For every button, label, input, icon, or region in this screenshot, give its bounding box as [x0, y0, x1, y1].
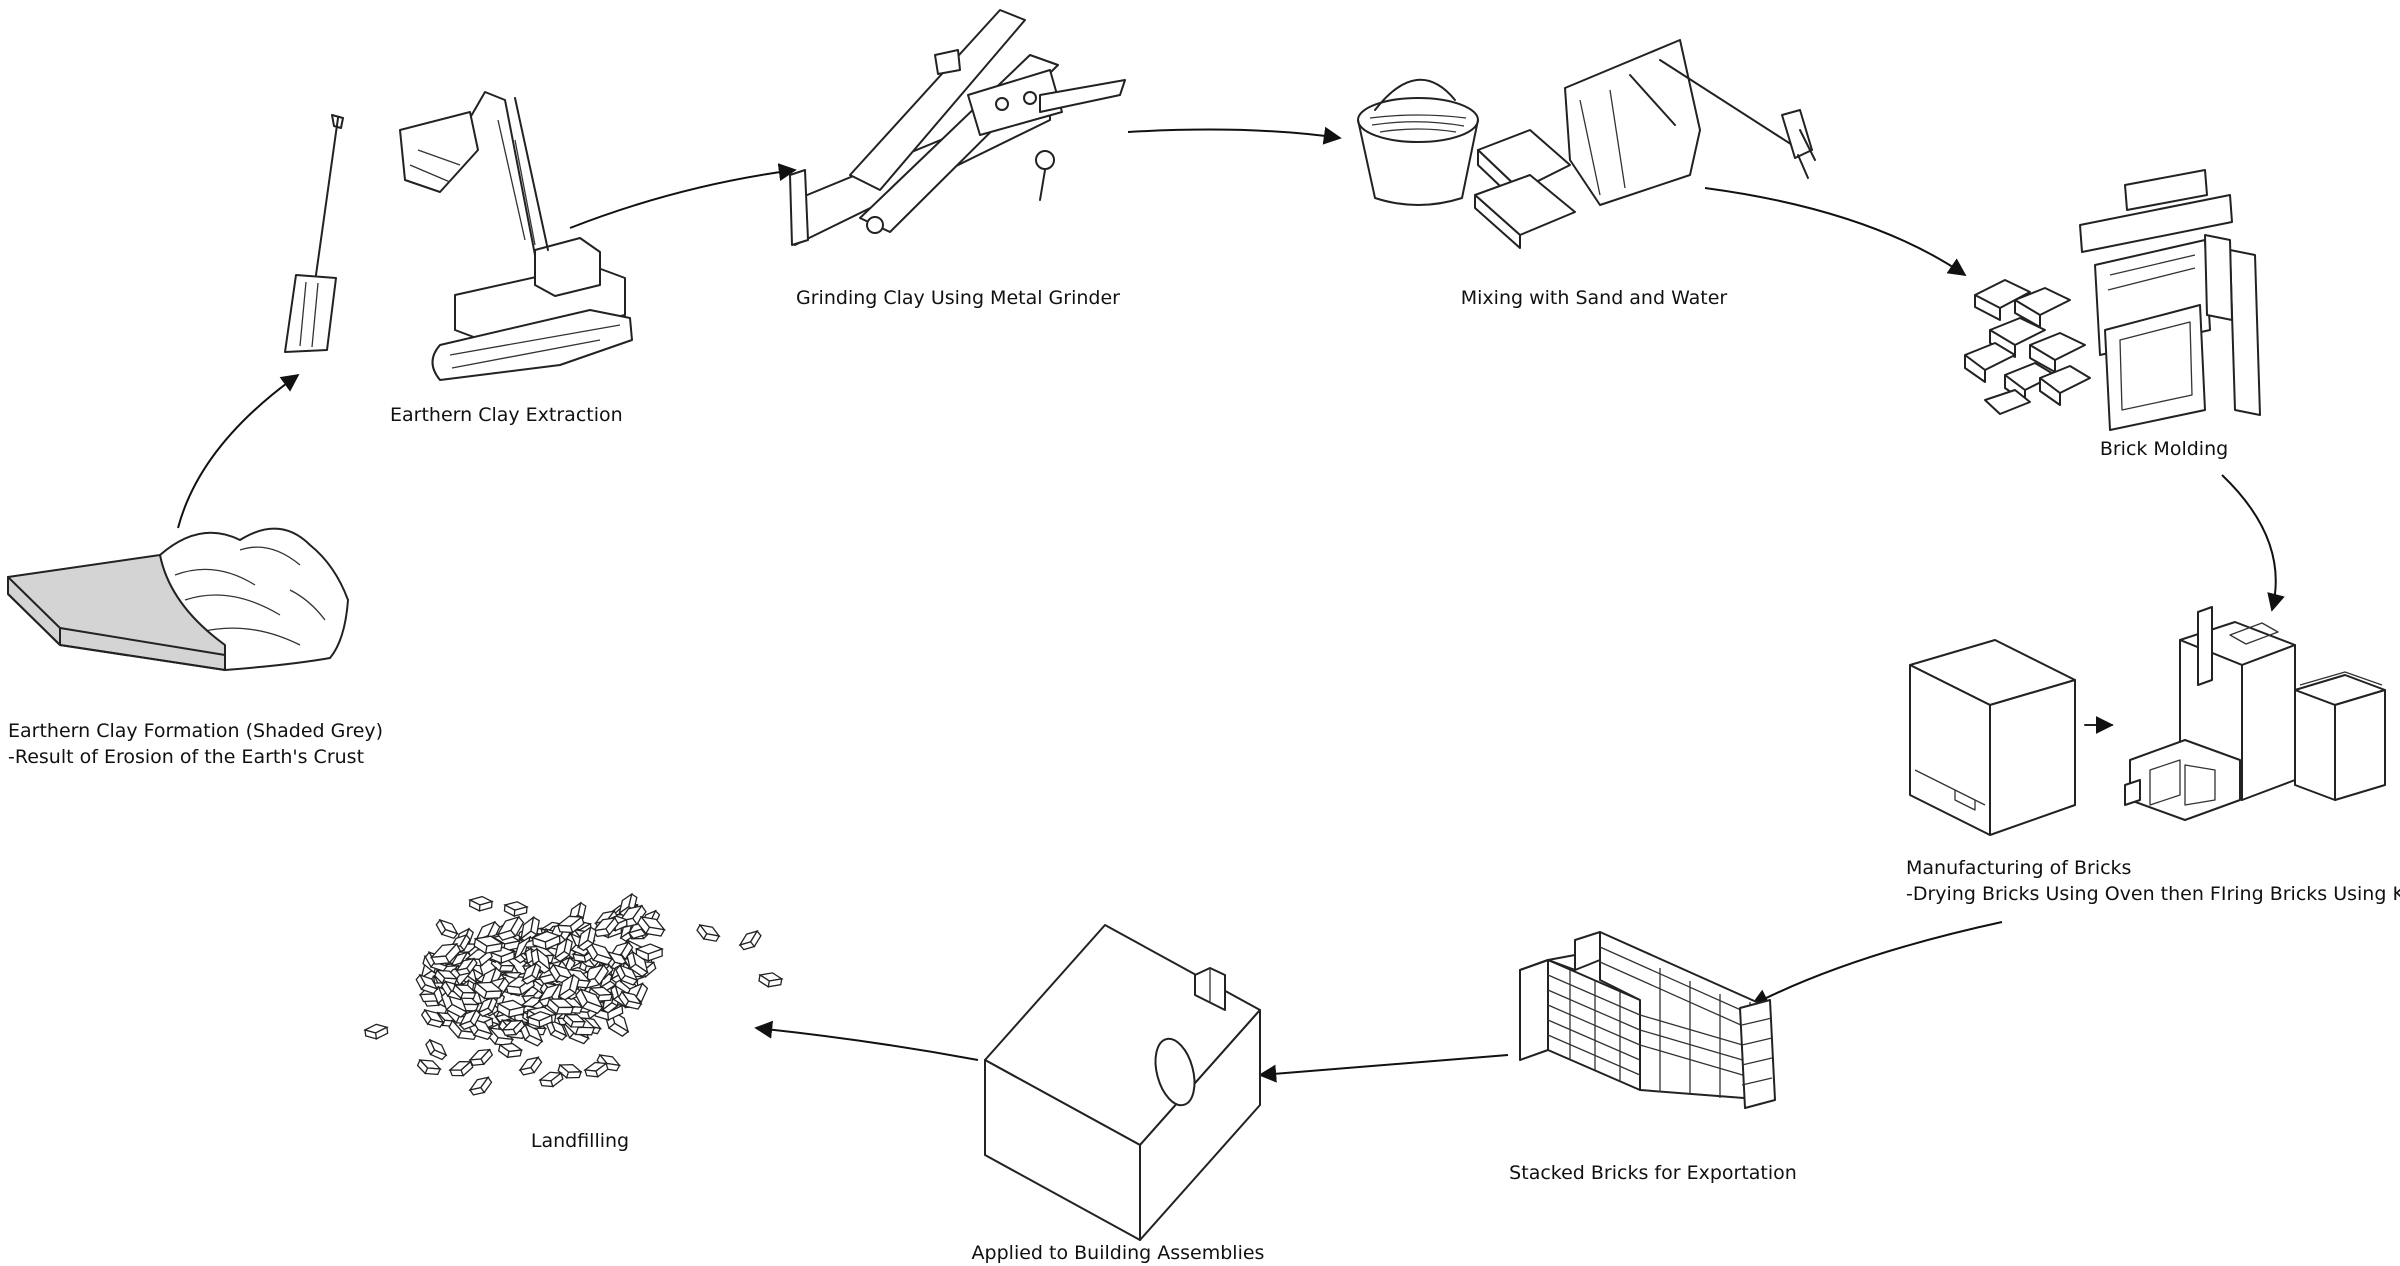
- landfill-brick: [635, 912, 667, 940]
- landfill-brick: [584, 1059, 609, 1079]
- landfill-brick: [557, 1061, 582, 1082]
- landfill-brick: [532, 931, 560, 950]
- manufacturing-illustration: [1910, 607, 2385, 835]
- arrow-manufacturing-to-stacked: [1750, 922, 2002, 1005]
- landfill-brick: [519, 961, 544, 987]
- landfill-brick: [473, 978, 504, 1003]
- landfill-brick: [468, 1074, 494, 1099]
- arrow-grinding-to-mixing: [1128, 126, 1342, 145]
- landfill-brick: [457, 1007, 483, 1033]
- manufacturing-note: -Drying Bricks Using Oven then FIring Br…: [1906, 883, 2400, 905]
- landfill-brick: [429, 939, 463, 969]
- arrow-extraction-to-grinding: [570, 163, 797, 228]
- landfill-brick: [517, 1021, 545, 1049]
- clay-formation-note: -Result of Erosion of the Earth's Crust: [8, 746, 365, 768]
- landfill-brick: [434, 917, 460, 942]
- mixing-tray-icon: [1565, 40, 1815, 205]
- clay-formation-title: Earthern Clay Formation (Shaded Grey): [8, 720, 384, 742]
- landfill-brick: [583, 939, 615, 969]
- landfill-brick: [623, 949, 651, 979]
- extraction-illustration: [285, 92, 632, 380]
- landfill-brick: [469, 896, 492, 912]
- landfill-brick: [613, 962, 640, 988]
- arrow-mixing-to-molding: [1705, 188, 1967, 277]
- label-clay-extraction: Earthern Clay Extraction: [390, 404, 623, 426]
- grinder-illustration: [790, 10, 1125, 245]
- sand-bags-icon: [1475, 130, 1575, 248]
- landfill-brick: [528, 1011, 553, 1028]
- excavator-icon: [400, 92, 632, 380]
- label-mixing: Mixing with Sand and Water: [1460, 287, 1728, 309]
- landfill-brick: [419, 1006, 445, 1030]
- hollow-blocks-icon: [2080, 170, 2260, 430]
- landfill-brick: [591, 914, 620, 941]
- clay-formation-illustration: [8, 529, 348, 670]
- shovel-icon: [285, 115, 343, 352]
- oven-icon: [1910, 640, 2075, 835]
- landfill-brick: [414, 972, 440, 997]
- cycle-arrows: [178, 126, 2285, 1083]
- manufacturing-title: Manufacturing of Bricks: [1906, 857, 2132, 879]
- mixing-illustration: [1358, 40, 1815, 248]
- landfill-brick: [423, 1037, 449, 1063]
- label-manufacturing: Manufacturing of Bricks -Drying Bricks U…: [1906, 855, 2400, 907]
- landfill-illustration: [364, 892, 782, 1099]
- landfill-brick: [555, 972, 583, 1003]
- landfill-brick: [636, 944, 662, 961]
- label-landfilling: Landfilling: [530, 1130, 630, 1152]
- landfill-brick: [364, 1023, 388, 1040]
- landfill-brick: [473, 934, 503, 956]
- landfill-brick: [758, 971, 782, 989]
- landfill-brick: [504, 901, 527, 917]
- landfill-brick: [494, 913, 526, 944]
- landfill-brick: [574, 925, 599, 953]
- label-building-assemblies: Applied to Building Assemblies: [971, 1242, 1265, 1264]
- landfill-brick: [518, 1054, 544, 1079]
- landfill-brick: [539, 1069, 564, 1090]
- landfill-brick: [501, 1017, 527, 1039]
- building-illustration: [985, 925, 1260, 1240]
- landfill-brick: [416, 1056, 442, 1078]
- arrow-molding-to-manufacturing: [2222, 475, 2285, 612]
- kiln-cart-icon: [2295, 672, 2385, 800]
- landfill-brick: [433, 967, 458, 988]
- landfill-brick: [551, 936, 576, 963]
- landfill-brick: [556, 913, 585, 937]
- label-grinding: Grinding Clay Using Metal Grinder: [796, 287, 1120, 309]
- landfill-brick: [498, 1041, 523, 1060]
- landfill-brick: [517, 915, 543, 944]
- landfill-brick: [562, 1011, 586, 1031]
- loose-bricks-icon: [1965, 280, 2090, 414]
- landfill-brick: [572, 985, 606, 1017]
- bucket-icon: [1358, 80, 1478, 205]
- label-clay-formation: Earthern Clay Formation (Shaded Grey) -R…: [8, 718, 383, 770]
- landfill-brick: [468, 1046, 494, 1069]
- landfill-brick: [546, 995, 575, 1019]
- kiln-icon: [2125, 607, 2295, 820]
- arrow-formation-to-extraction: [178, 373, 300, 528]
- landfill-brick: [497, 999, 525, 1019]
- arrow-stacked-to-building: [1258, 1055, 1508, 1083]
- brick-molding-illustration: [1965, 170, 2260, 430]
- label-stacked-bricks: Stacked Bricks for Exportation: [1509, 1162, 1797, 1184]
- stacked-bricks-illustration: [1520, 932, 1775, 1108]
- arrow-building-to-landfill: [754, 1020, 978, 1060]
- landfill-brick: [454, 955, 479, 978]
- landfill-brick: [737, 928, 763, 953]
- landfill-brick: [451, 981, 477, 1002]
- landfill-brick: [616, 988, 643, 1013]
- landfill-brick: [448, 1058, 474, 1080]
- label-brick-molding: Brick Molding: [2099, 438, 2229, 460]
- landfill-brick: [695, 921, 721, 945]
